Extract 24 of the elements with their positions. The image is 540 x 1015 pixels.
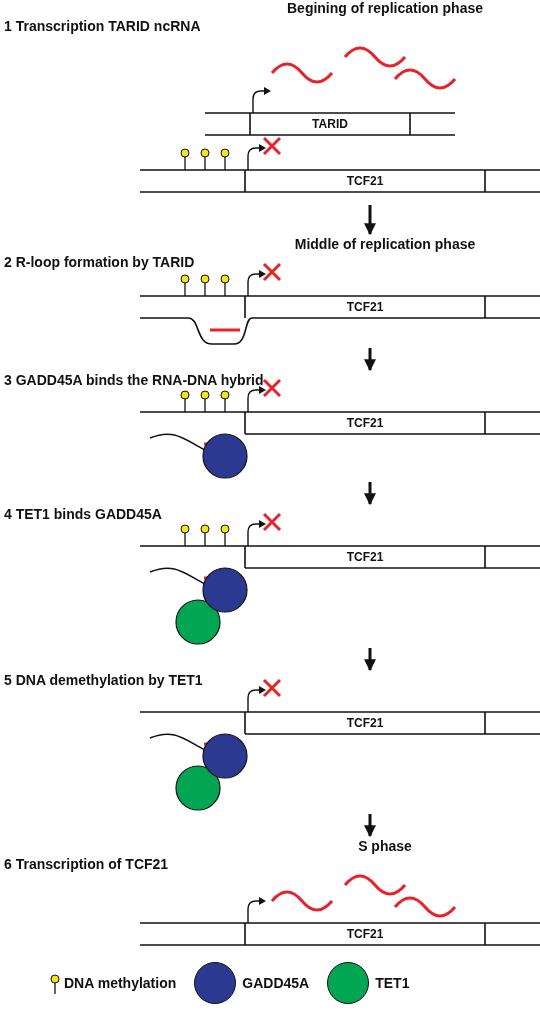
legend-label: TET1 [375, 975, 410, 991]
gene-label: TCF21 [346, 300, 384, 314]
phase-heading: S phase [357, 838, 413, 855]
gene-label: TARID [312, 117, 348, 131]
gene-label: TCF21 [346, 174, 384, 188]
gene-label: TCF21 [346, 927, 384, 941]
phase-heading: Middle of replication phase [293, 236, 477, 253]
step-heading: 5 DNA demethylation by TET1 [4, 672, 203, 689]
legend-label: GADD45A [242, 975, 310, 991]
gene-label: TCF21 [346, 550, 384, 564]
arrow [364, 348, 376, 372]
arrow [364, 482, 376, 506]
arrow [364, 648, 376, 672]
step-heading: 2 R-loop formation by TARID [4, 254, 195, 271]
gene-label: TCF21 [346, 716, 384, 730]
arrow [364, 814, 376, 838]
gene-label: TCF21 [346, 416, 384, 430]
step-heading: 1 Transcription TARID ncRNA [4, 18, 201, 35]
step-heading: 3 GADD45A binds the RNA-DNA hybrid [4, 372, 264, 389]
arrow [364, 205, 376, 236]
step-heading: 4 TET1 binds GADD45A [4, 506, 162, 523]
phase-heading: Begining of replication phase [286, 0, 484, 17]
step-heading: 6 Transcription of TCF21 [4, 856, 169, 873]
legend-label: DNA methylation [64, 975, 177, 991]
